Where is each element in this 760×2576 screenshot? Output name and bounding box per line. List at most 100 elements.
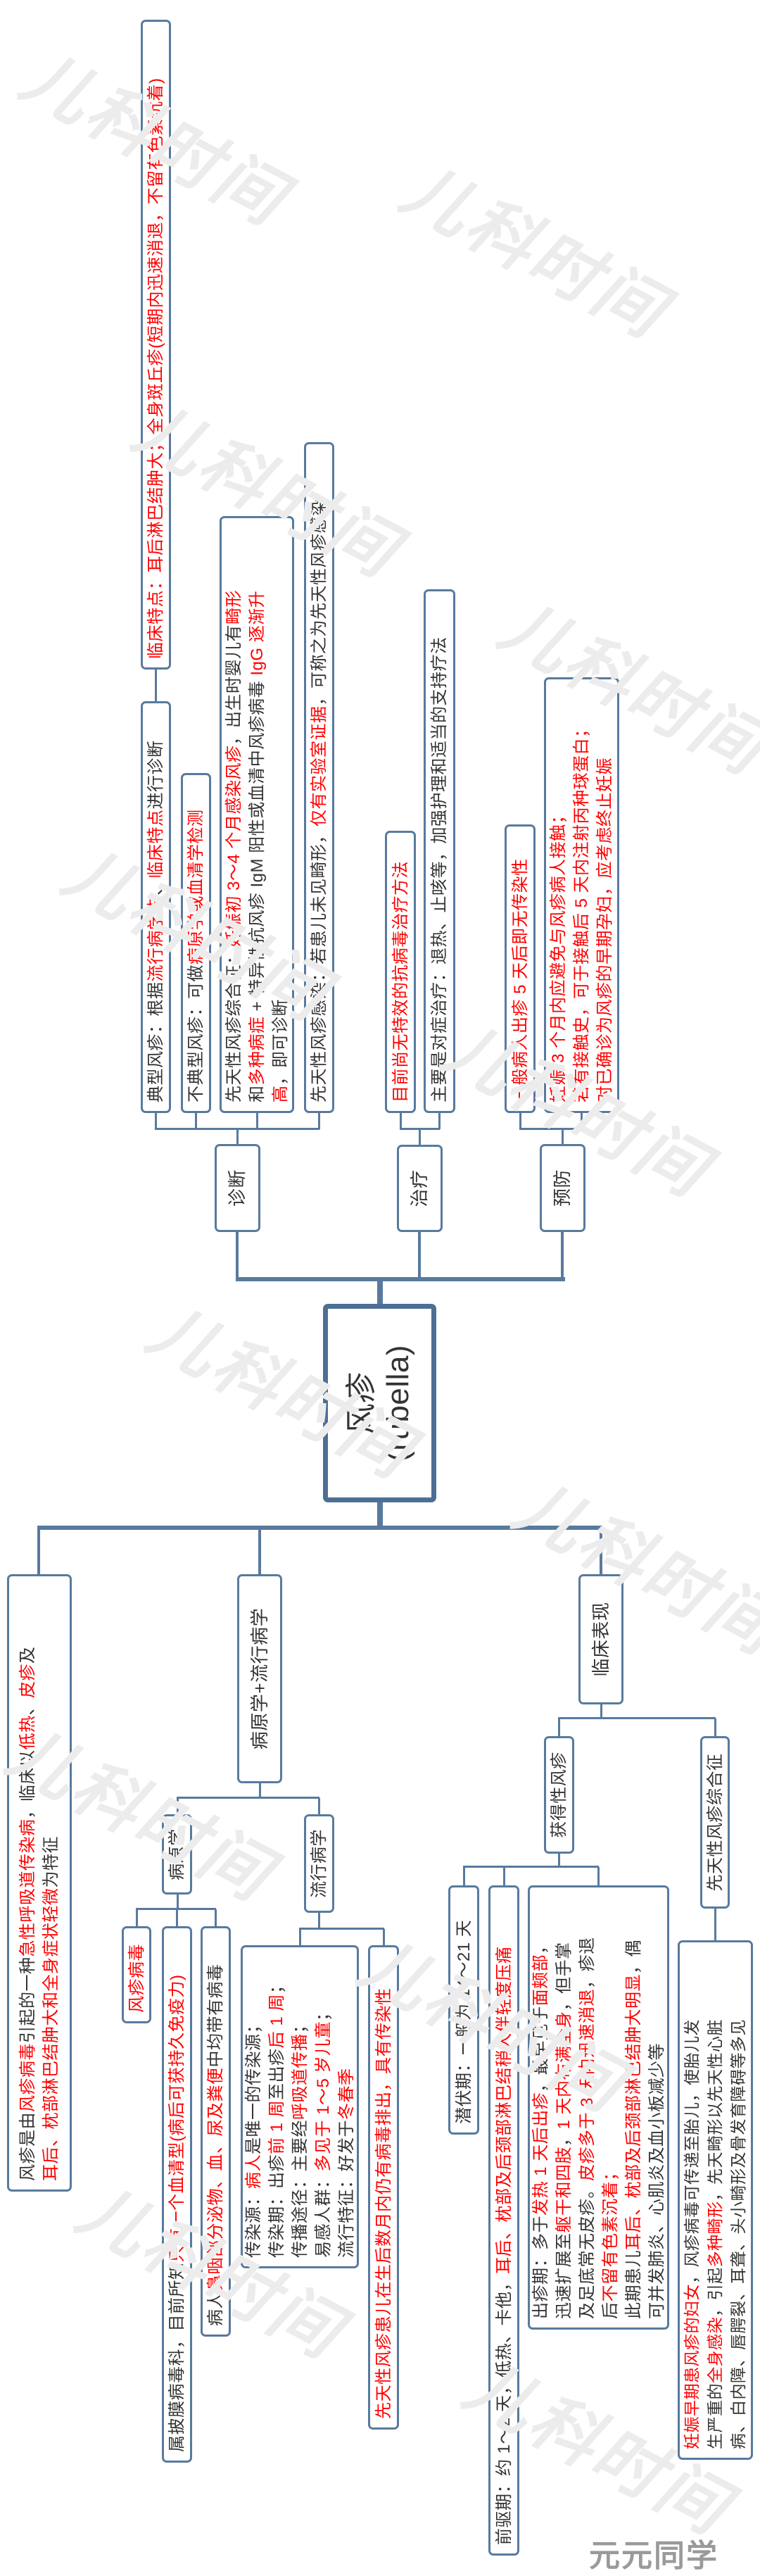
node-congenital-contagious[interactable]: 先天性风疹患儿在生后数月内仍有病毒排出，具有传染性 — [368, 1945, 399, 2430]
highlight-text: 妊娠初 3～4 个月感染风疹 — [224, 745, 243, 948]
highlight-text: 耳后、枕部及后颈部淋巴结肿大明显 — [623, 1974, 643, 2250]
text-segment: 属披膜病毒科，目前所知 — [167, 2262, 186, 2453]
branch-label: 预防 — [552, 1169, 573, 1207]
connector-line — [377, 1279, 383, 1304]
highlight-text: 妊娠早期患风疹的妇女 — [683, 2284, 701, 2449]
node-acquired-rubella[interactable]: 获得性风疹 — [544, 1736, 574, 1854]
node-prodromal[interactable]: 前驱期：约 1～2 天，低热、卡他，耳后、枕部及后颈部淋巴结稍大伴轻度压痛 — [488, 1885, 519, 2556]
connector-line — [259, 1783, 261, 1798]
node-typical-rubella[interactable]: 典型风疹：根据流行病学史、临床特点进行诊断 — [141, 701, 171, 1113]
node-incubation[interactable]: 潜伏期：一般为 14～21 天 — [448, 1885, 479, 2135]
highlight-text: 呼吸道传播 — [290, 2033, 310, 2121]
node-eruption[interactable]: 出疹期：多于发热 1 天后出疹，最早见于面颊部， 迅速扩展至躯干和四肢，1 天内… — [528, 1885, 669, 2330]
branch-clinical[interactable]: 临床表现 — [578, 1574, 623, 1704]
highlight-text: 1 天内布满全身 — [554, 2011, 574, 2130]
node-etiology[interactable]: 病原学 — [162, 1814, 192, 1895]
node-congenital-infection[interactable]: 先天性风疹感染：若患儿未见畸形，仅有实验室证据，可称之为先天性风疹感染 — [304, 442, 334, 1113]
node-text: 典型风疹：根据流行病学史、临床特点进行诊断 — [144, 741, 167, 1103]
highlight-text: 皮疹 — [18, 1664, 37, 1698]
text-segment: ，临床以 — [18, 1749, 37, 1819]
connector-line — [215, 1909, 217, 1926]
root-node[interactable]: 风疹 (rubella) — [323, 1304, 436, 1502]
text-segment: 出疹期：多于 — [531, 2216, 550, 2319]
text-segment: 前驱期：约 1～2 天，低热、卡他， — [494, 2273, 514, 2545]
text-segment: 此期患儿 — [623, 2250, 643, 2319]
highlight-text: 仅有实验室证据 — [310, 705, 329, 827]
node-epidemiology[interactable]: 流行病学 — [304, 1814, 334, 1913]
node-text: 病人鼻咽部分泌物、血、尿及粪便中均带有病毒 — [204, 1964, 227, 2327]
text-segment: 主要是对症治疗：退热、止咳等，加强护理和适当的支持疗法 — [430, 636, 449, 1103]
text-segment: 中均带有病毒 — [206, 1964, 225, 2068]
node-prevention-pregnancy[interactable]: 妊娠 3 个月内应避免与风疹病人接触； 若有接触史，可于接触后 5 天内注射丙种… — [544, 677, 619, 1113]
connector-line — [558, 1717, 716, 1719]
node-text: 传染源：病人是唯一的传染源； 传染期：出疹前 1 周至出疹后 1 周； 传播途径… — [242, 1977, 358, 2258]
branch-diagnosis[interactable]: 诊断 — [215, 1144, 260, 1232]
branch-label: 病原学+流行病学 — [248, 1607, 270, 1750]
node-text: 前驱期：约 1～2 天，低热、卡他，耳后、枕部及后颈部淋巴结稍大伴轻度压痛 — [493, 1946, 516, 2545]
text-segment: 进行诊断 — [146, 740, 165, 810]
highlight-text: 临床特点：耳后淋巴结肿大；全身斑丘疹(短期内迅速消退，不留有色素沉着) — [146, 77, 165, 659]
highlight-text: 妊娠 3 个月内应避免与风疹病人接触； 若有接触史，可于接触后 5 天内注射丙种… — [549, 720, 614, 1102]
text-segment: 典型风疹：根据 — [146, 981, 165, 1103]
node-label: 获得性风疹 — [550, 1752, 569, 1838]
connector-line — [195, 1113, 197, 1129]
connector-line — [503, 1867, 505, 1885]
node-treatment-antiviral[interactable]: 目前尚无特效的抗病毒治疗方法 — [385, 831, 416, 1113]
text-segment: ，出生时婴儿有 — [224, 624, 243, 746]
highlight-text: 前 1 周 — [267, 2099, 286, 2154]
node-transmission[interactable]: 传染源：病人是唯一的传染源； 传染期：出疹前 1 周至出疹后 1 周； 传播途径… — [241, 1945, 359, 2268]
highlight-text: 发热 1 天后出疹 — [531, 2092, 550, 2216]
node-text: 潜伏期：一般为 14～21 天 — [452, 1920, 476, 2124]
connector-line — [37, 1526, 602, 1530]
node-treatment-symptomatic[interactable]: 主要是对症治疗：退热、止咳等，加强护理和适当的支持疗法 — [424, 589, 455, 1113]
highlight-text: 畸形 — [224, 589, 243, 624]
connector-line — [581, 1113, 583, 1129]
connector-line — [136, 1909, 138, 1926]
node-atypical-rubella[interactable]: 不典型风疹：可做病原学或血清学检测 — [181, 773, 211, 1113]
node-text: 目前尚无特效的抗病毒治疗方法 — [389, 861, 412, 1102]
highlight-text: 只有一个血清型(病后可获持久免疫力) — [167, 1974, 186, 2263]
node-text: 一般病人出疹 5 天后即无传染性 — [509, 858, 532, 1102]
text-segment: 和 — [247, 1085, 267, 1103]
connector-line — [155, 670, 157, 701]
connector-line — [419, 1129, 421, 1145]
text-segment: ， — [554, 2129, 574, 2147]
text-segment: 至出疹 — [267, 2048, 286, 2100]
node-rubella-virus[interactable]: 风疹病毒 — [122, 1926, 151, 2023]
branch-label: 临床表现 — [590, 1602, 612, 1677]
connector-line — [236, 1277, 565, 1281]
node-definition[interactable]: 风疹是由风疹病毒引起的一种急性呼吸道传染病，临床以低热、皮疹及 耳后、枕部淋巴结… — [7, 1574, 72, 2192]
node-text: 出疹期：多于发热 1 天后出疹，最早见于面颊部， 迅速扩展至躯干和四肢，1 天内… — [529, 1937, 669, 2319]
connector-line — [299, 1929, 301, 1945]
branch-treatment[interactable]: 治疗 — [397, 1145, 443, 1232]
branch-etiology-epidemiology[interactable]: 病原学+流行病学 — [237, 1574, 282, 1783]
connector-line — [177, 1895, 179, 1909]
text-segment: 及 — [18, 1646, 37, 1664]
branch-label: 治疗 — [409, 1169, 430, 1207]
highlight-text: 低热 — [18, 1715, 37, 1750]
node-virus-shedding[interactable]: 病人鼻咽部分泌物、血、尿及粪便中均带有病毒 — [201, 1926, 231, 2337]
highlight-text: 流行病学史 — [146, 896, 165, 982]
node-prevention-isolation[interactable]: 一般病人出疹 5 天后即无传染性 — [505, 824, 536, 1113]
node-clinical-features[interactable]: 临床特点：耳后淋巴结肿大；全身斑丘疹(短期内迅速消退，不留有色素沉着) — [141, 20, 171, 670]
text-segment: 不典型风疹：可做 — [186, 965, 205, 1102]
text-segment: 先天性风疹综合征： — [224, 947, 243, 1103]
connector-line — [177, 1797, 319, 1799]
connector-line — [463, 1866, 599, 1868]
node-virus-family[interactable]: 属披膜病毒科，目前所知只有一个血清型(病后可获持久免疫力) — [162, 1926, 192, 2463]
connector-line — [318, 1798, 320, 1814]
branch-prevention[interactable]: 预防 — [540, 1144, 585, 1232]
text-segment: 、 — [146, 878, 165, 896]
node-crs-detail[interactable]: 妊娠早期患风疹的妇女，风疹病毒可传递至胎儿，使胎儿发 生严重的全身感染，引起多种… — [678, 1940, 753, 2460]
highlight-text: 冬春季 — [336, 2068, 356, 2121]
node-label: 先天性风疹综合征 — [705, 1753, 725, 1892]
highlight-text: 鼻咽部分泌物、血、尿及粪便 — [206, 2067, 225, 2292]
highlight-text: 躯干和四肢 — [554, 2147, 574, 2233]
node-crs[interactable]: 先天性风疹综合征 — [700, 1736, 730, 1909]
node-text: 风疹病毒 — [125, 1944, 148, 2013]
connector-line — [383, 1929, 385, 1945]
connector-line — [400, 1113, 402, 1129]
node-label: 病原学 — [167, 1828, 186, 1880]
node-crs-diagnosis[interactable]: 先天性风疹综合征：妊娠初 3～4 个月感染风疹，出生时婴儿有畸形 和多种病症 +… — [220, 516, 294, 1113]
